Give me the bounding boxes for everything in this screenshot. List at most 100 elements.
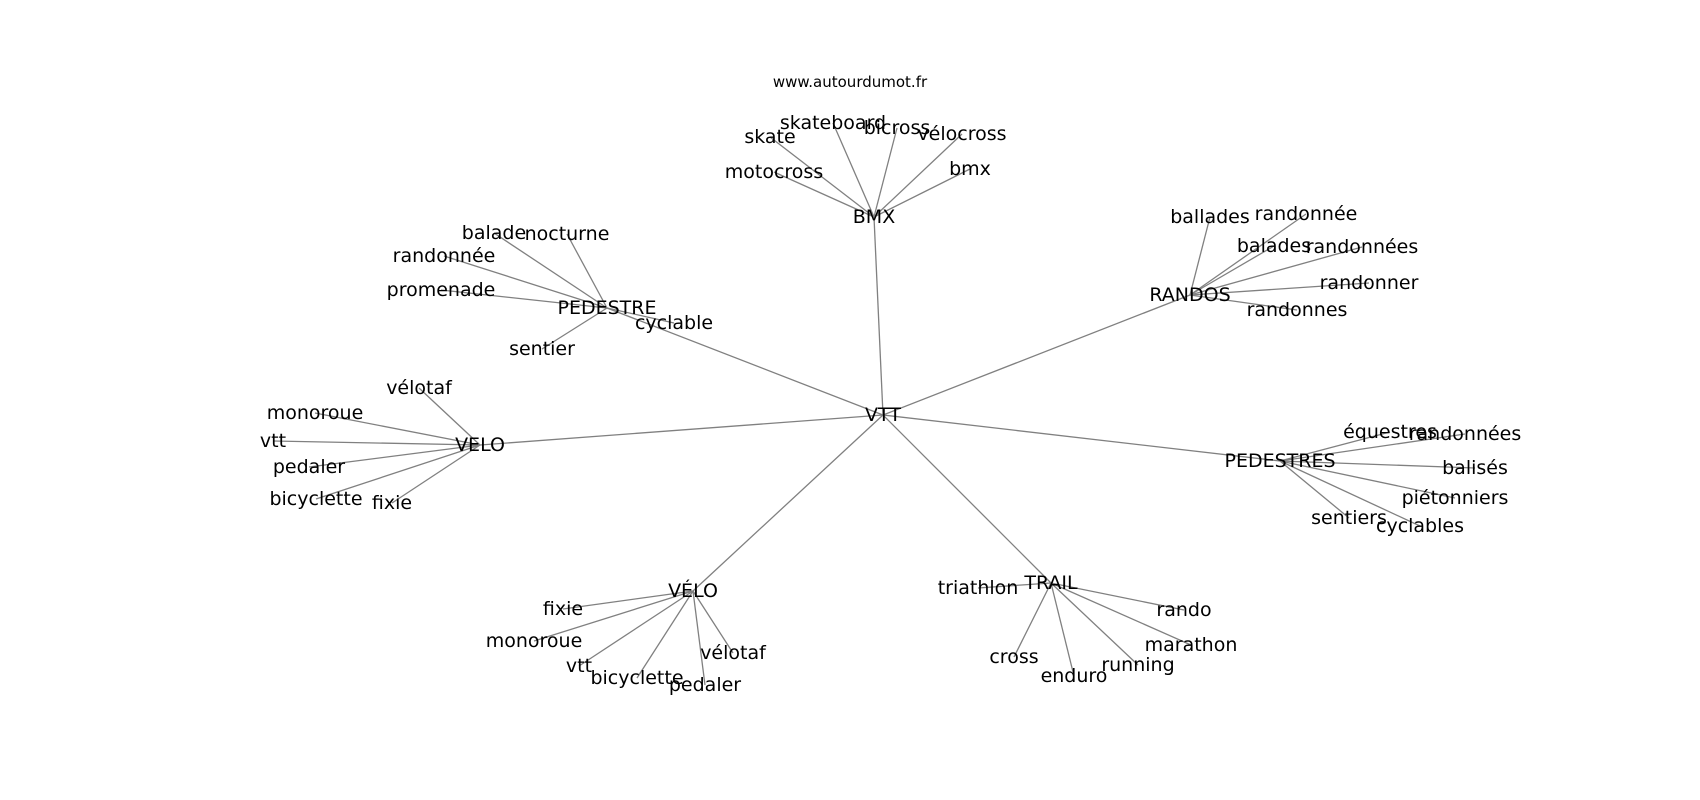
edge-velo-accent-1 [533, 590, 694, 642]
node-trail-child-5: running [1101, 654, 1174, 676]
node-hub-trail: TRAIL [1023, 572, 1078, 594]
edge-bmx-3 [873, 133, 963, 218]
node-pedestres-child-2: balisés [1442, 457, 1508, 479]
edge-bmx-2 [873, 127, 898, 218]
node-bmx-child-4: motocross [725, 161, 823, 183]
edge-velo-2 [272, 440, 481, 446]
node-hub-pedestres: PEDESTRES [1224, 450, 1335, 472]
node-velo-accent-child-3: bicyclette [590, 667, 683, 689]
node-velo-accent-child-2: vtt [566, 655, 592, 677]
node-randos-child-1: randonnée [1255, 203, 1358, 225]
node-randos-child-4: randonner [1320, 272, 1419, 294]
edge-root-trail [882, 414, 1052, 584]
node-hub-randos: RANDOS [1149, 284, 1230, 306]
edge-trail-1 [1050, 582, 1185, 611]
node-velo-child-3: pedaler [273, 456, 345, 478]
node-bmx-child-1: skateboard [780, 112, 886, 134]
labels-layer: www.autourdumot.fr skateskateboardbicros… [260, 73, 1521, 696]
edge-trail-5 [1050, 582, 1139, 666]
edge-pedestre-0 [493, 232, 608, 309]
node-bmx-child-0: skate [744, 126, 795, 148]
node-hub-velo-accent: VÉLO [668, 579, 718, 602]
node-trail-child-1: rando [1156, 599, 1211, 621]
edge-bmx-0 [769, 136, 875, 218]
node-velo-child-1: monoroue [267, 402, 364, 424]
edge-velo-accent-0 [562, 590, 694, 610]
node-pedestres-child-5: cyclables [1376, 515, 1464, 537]
node-bmx-child-2: bicross [864, 117, 931, 139]
node-hub-pedestre: PEDESTRE [558, 297, 657, 319]
edge-pedestres-0 [1279, 431, 1391, 462]
edge-pedestre-4 [606, 307, 675, 324]
edge-velo-accent-5 [692, 590, 734, 654]
edge-randos-0 [1189, 216, 1211, 296]
edge-velo-accent-2 [578, 590, 694, 667]
edge-randos-2 [1189, 245, 1275, 296]
node-bmx-child-3: vélocross [917, 123, 1006, 145]
edge-root-pedestre [606, 307, 884, 416]
edge-pedestres-5 [1279, 460, 1421, 527]
edge-pedestres-2 [1279, 460, 1476, 469]
node-trail-child-0: triathlon [938, 577, 1019, 599]
edge-randos-1 [1189, 213, 1307, 296]
edge-root-bmx [873, 216, 884, 416]
source-url: www.autourdumot.fr [773, 73, 928, 91]
node-hub-velo: VELO [455, 434, 505, 456]
node-bmx-child-5: bmx [949, 158, 991, 180]
node-pedestre-child-3: promenade [387, 279, 496, 301]
node-pedestres-child-1: randonnées [1409, 423, 1522, 445]
edge-velo-5 [391, 444, 481, 504]
edge-randos-5 [1189, 294, 1298, 311]
node-velo-child-2: vtt [260, 430, 286, 452]
edge-bmx-1 [832, 122, 875, 218]
edge-randos-3 [1189, 246, 1363, 296]
edge-pedestres-3 [1279, 460, 1456, 499]
node-trail-child-2: marathon [1145, 634, 1238, 656]
edge-bmx-5 [873, 168, 971, 218]
edge-velo-4 [315, 444, 481, 500]
edge-velo-accent-4 [692, 590, 706, 686]
edge-trail-2 [1050, 582, 1192, 646]
edges-layer [272, 122, 1476, 686]
node-root: VTT [865, 404, 901, 426]
edge-velo-3 [308, 444, 481, 468]
node-pedestres-child-0: équestres [1343, 421, 1437, 443]
edge-trail-0 [977, 582, 1052, 589]
edge-bmx-4 [773, 171, 875, 218]
edge-trail-4 [1050, 582, 1075, 677]
edge-pedestre-5 [541, 307, 608, 350]
node-pedestre-child-1: nocturne [525, 223, 610, 245]
edge-trail-3 [1013, 582, 1052, 658]
node-velo-child-5: fixie [372, 492, 412, 514]
edge-root-velo [479, 414, 884, 446]
edge-pedestre-2 [443, 255, 608, 309]
node-velo-child-0: vélotaf [386, 377, 453, 399]
edge-root-pedestres [882, 414, 1281, 462]
node-pedestre-child-0: balade [462, 222, 526, 244]
node-pedestre-child-5: sentier [509, 338, 575, 360]
node-velo-accent-child-5: vélotaf [700, 642, 767, 664]
node-velo-accent-child-1: monoroue [486, 630, 583, 652]
node-randos-child-2: balades [1237, 235, 1311, 257]
edge-pedestres-1 [1279, 433, 1466, 462]
node-trail-child-3: cross [989, 646, 1038, 668]
node-velo-accent-child-0: fixie [543, 598, 583, 620]
edge-root-randos [882, 294, 1191, 416]
edge-velo-1 [314, 412, 481, 446]
node-pedestres-child-4: sentiers [1311, 507, 1387, 529]
node-pedestres-child-3: piétonniers [1402, 487, 1509, 509]
edge-randos-4 [1189, 282, 1370, 296]
node-velo-child-4: bicyclette [269, 488, 362, 510]
node-randos-child-3: randonnées [1306, 236, 1419, 258]
edge-pedestre-3 [440, 289, 608, 309]
node-velo-accent-child-4: pedaler [669, 674, 741, 696]
edge-pedestre-1 [566, 233, 608, 309]
edge-velo-accent-3 [636, 590, 694, 679]
edge-root-velo-accent [692, 414, 884, 592]
node-pedestre-child-4: cyclable [635, 312, 713, 334]
node-pedestre-child-2: randonnée [393, 245, 496, 267]
edge-pedestres-4 [1279, 460, 1350, 519]
node-trail-child-4: enduro [1041, 665, 1108, 687]
